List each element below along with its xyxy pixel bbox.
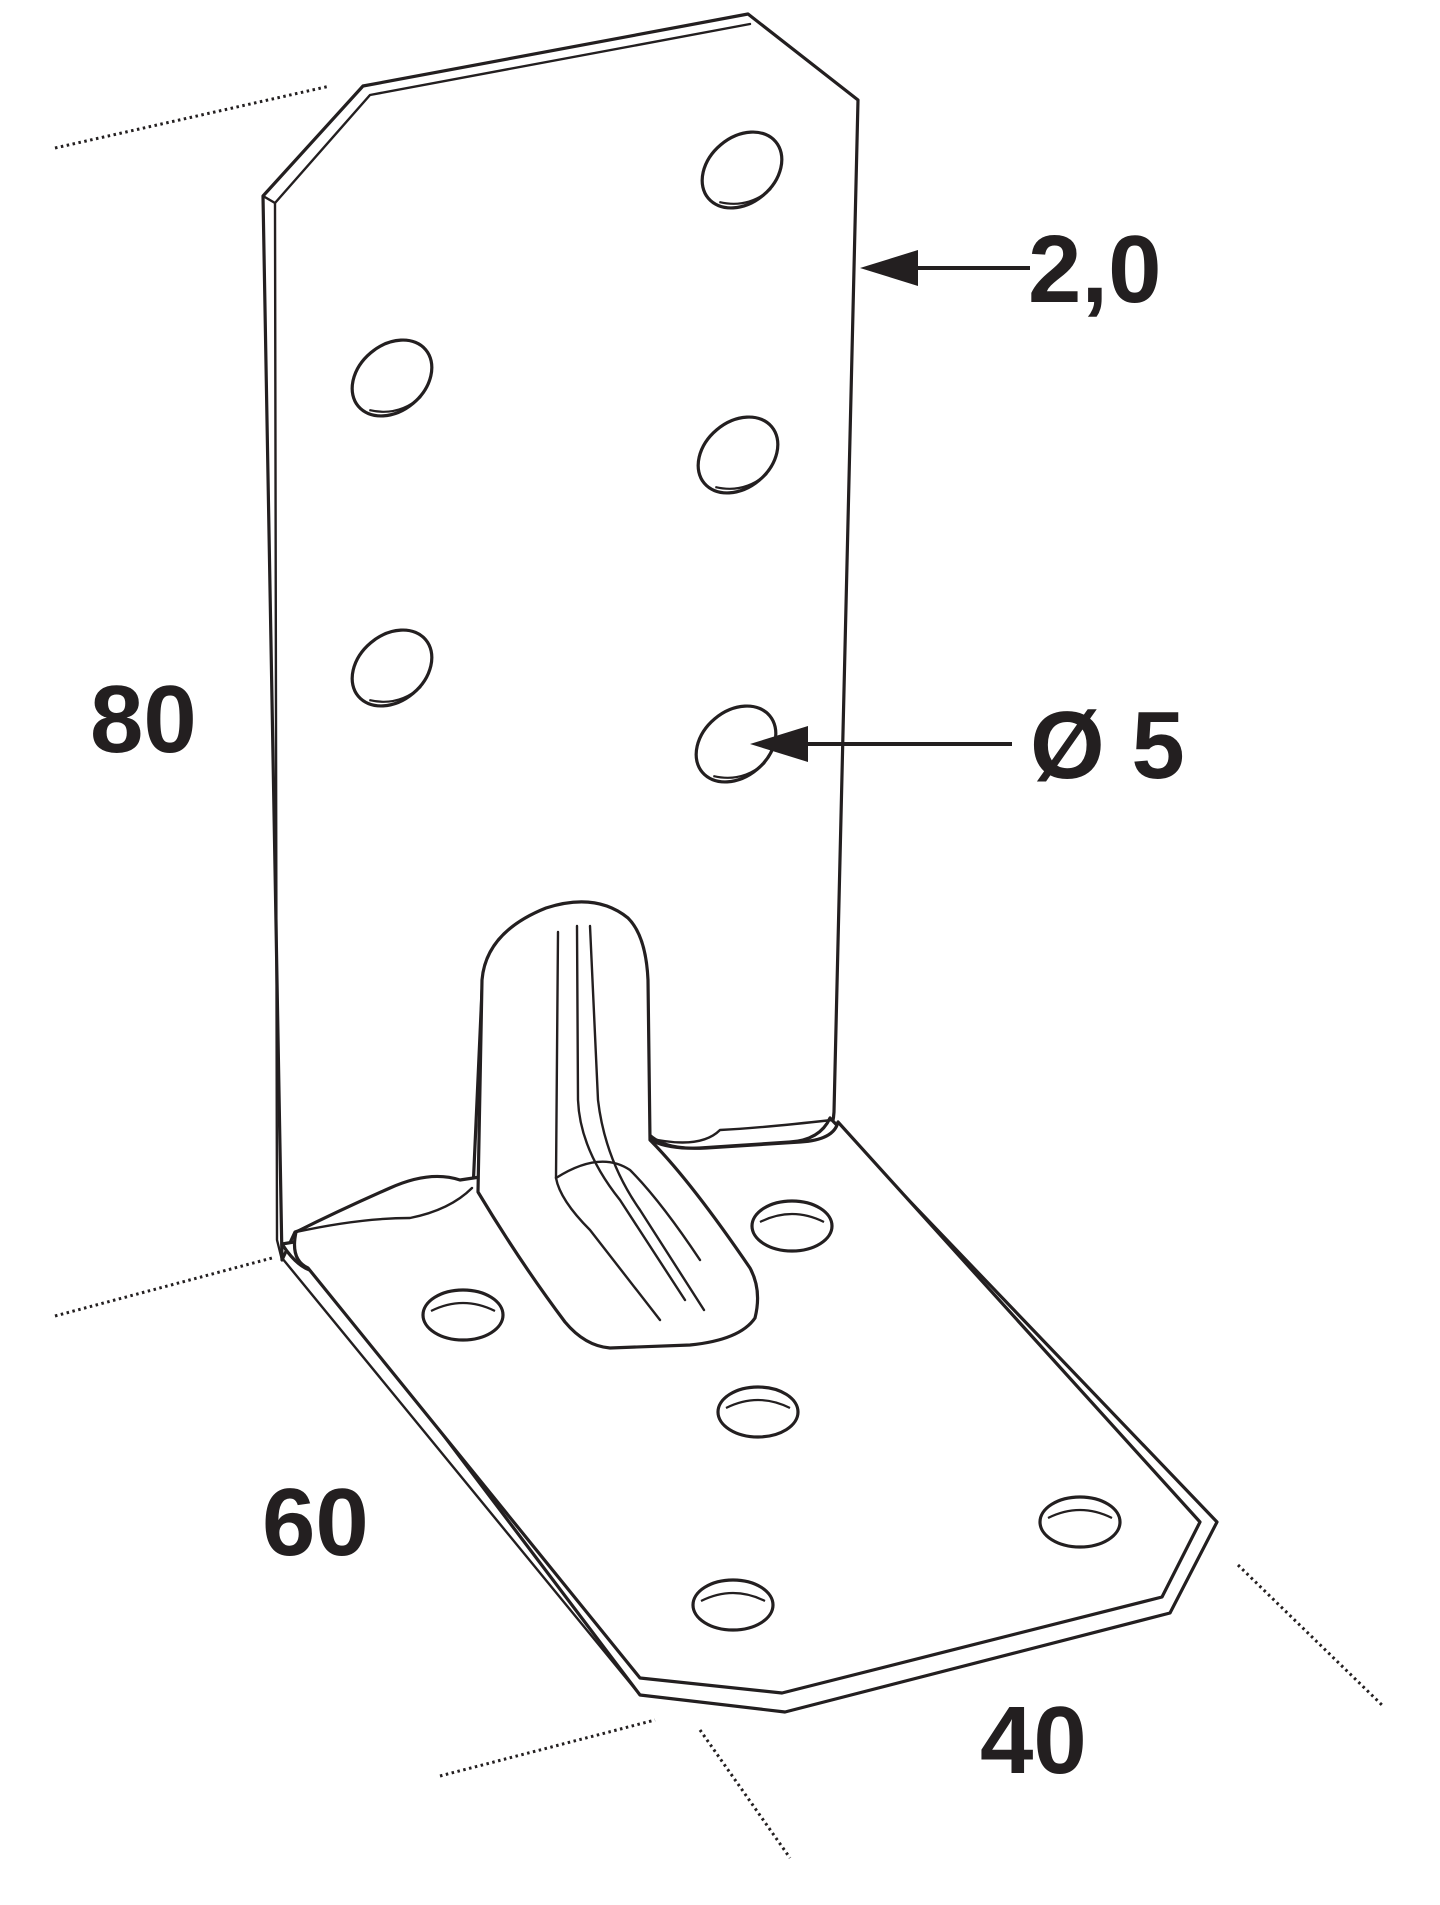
extension-line-top <box>54 84 331 150</box>
hole-diameter-arrowhead <box>750 726 808 762</box>
horizontal-leg-holes <box>421 1199 1122 1632</box>
thickness-label: 2,0 <box>1028 216 1161 323</box>
height-label: 80 <box>90 666 197 773</box>
hole-diameter-leader <box>750 726 1012 762</box>
hole <box>1038 1495 1122 1549</box>
bend-line <box>294 1186 474 1234</box>
rib-base-contour <box>554 1160 702 1262</box>
hole <box>350 338 434 418</box>
rib-inner-right <box>588 924 706 1312</box>
hole <box>716 1385 800 1439</box>
horizontal-leg-edge-front <box>280 1256 1219 1714</box>
thickness-arrowhead <box>860 250 918 286</box>
extension-line-right <box>1236 1563 1384 1707</box>
hole <box>694 704 778 784</box>
extension-line-bottom-left <box>54 1256 273 1318</box>
vertical-leg-holes <box>350 130 784 784</box>
depth-label: 60 <box>262 1469 369 1576</box>
extension-lines <box>54 84 1384 1859</box>
hole <box>750 1199 834 1253</box>
hole <box>691 1578 775 1632</box>
extension-line-front-right <box>698 1729 792 1859</box>
thickness-leader <box>860 250 1030 286</box>
hole <box>421 1288 505 1342</box>
rib-inner-mid <box>575 924 687 1302</box>
extension-line-front-left <box>439 1718 656 1778</box>
vertical-leg-edge-left <box>261 194 284 1262</box>
reinforcement-rib <box>476 900 760 1350</box>
hole <box>350 628 434 708</box>
hole <box>700 130 784 210</box>
bend-line-right <box>646 1118 834 1144</box>
vertical-leg-edge-top <box>273 22 752 205</box>
hole <box>696 415 780 495</box>
width-label: 40 <box>980 1687 1087 1794</box>
rib-outline <box>476 900 760 1350</box>
hole-diameter-label: Ø 5 <box>1030 692 1185 799</box>
